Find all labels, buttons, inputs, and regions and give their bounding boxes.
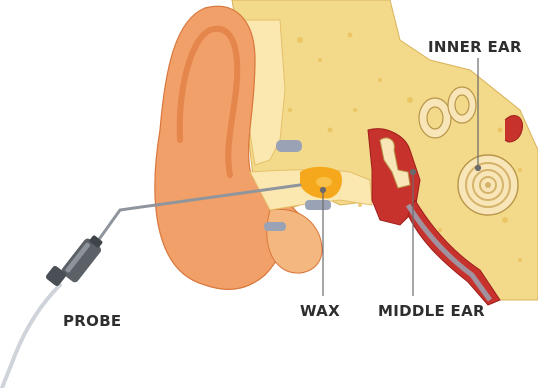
grey-tissue-canal bbox=[305, 200, 331, 210]
label-wax: WAX bbox=[300, 304, 340, 319]
grey-cartilage-2 bbox=[276, 140, 302, 152]
cochlea-icon bbox=[458, 155, 518, 215]
label-middle-ear: MIDDLE EAR bbox=[378, 304, 485, 319]
label-inner-ear: INNER EAR bbox=[428, 40, 522, 55]
probe-cable bbox=[2, 285, 60, 388]
grey-tissue-low bbox=[264, 222, 286, 231]
ear-wax-highlight bbox=[316, 177, 332, 187]
label-probe: PROBE bbox=[63, 314, 121, 329]
